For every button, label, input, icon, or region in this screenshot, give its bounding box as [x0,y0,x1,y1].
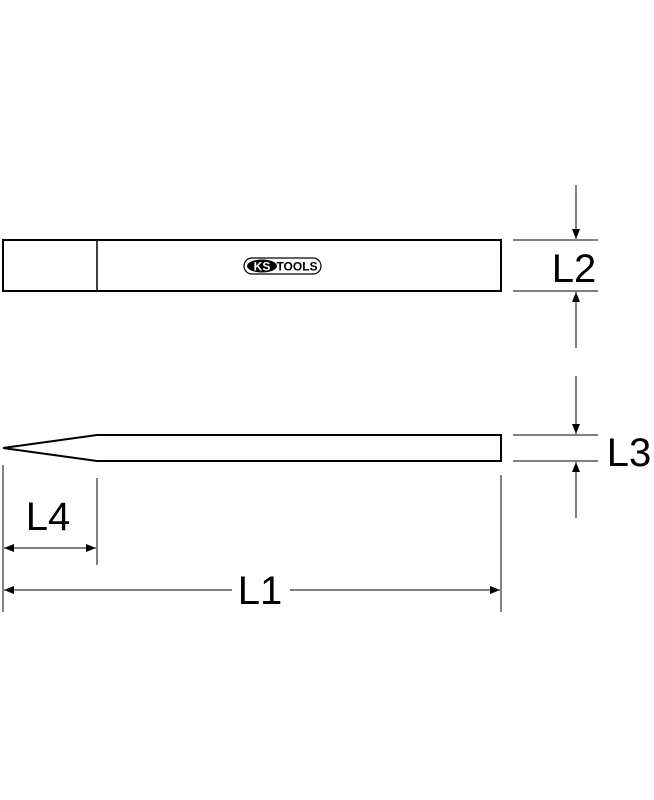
chisel-side-view [2,434,502,462]
logo-ks-badge [247,259,277,273]
dimension-l1: L1 [4,475,502,613]
chisel-side-body [2,434,502,462]
l4-label: L4 [26,495,71,539]
chisel-top-body [2,239,502,292]
logo-ks-text: KS [254,260,271,274]
l2-label: L2 [552,247,597,291]
chisel-top-view: KS TOOLS [2,239,502,292]
ks-tools-logo: KS TOOLS [243,257,322,275]
dimension-l2: L2 [513,185,605,348]
logo-tools-text: TOOLS [276,260,317,274]
l1-label: L1 [238,569,283,613]
l2-label-bg [545,247,605,287]
l3-label: L3 [607,431,652,475]
dimension-l4: L4 [2,465,98,612]
dimension-l3: L3 [513,376,651,518]
